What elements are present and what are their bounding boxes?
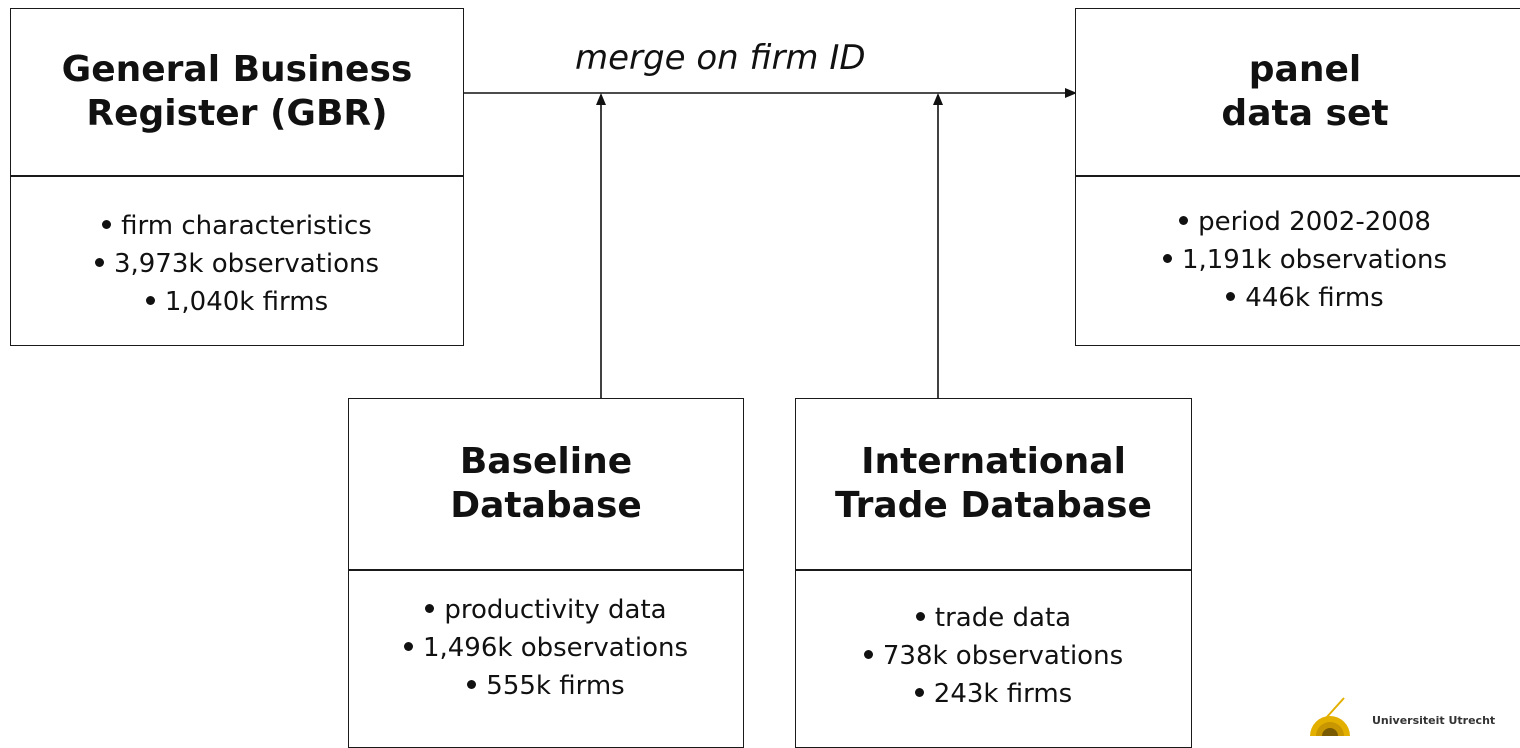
bullet-dot-icon [145,296,155,305]
bullet-text: 3,973k observations [113,249,380,279]
bullet-item: firm characteristics [102,207,372,245]
bullet-text: 1,040k firms [164,287,329,317]
bullet-text: period 2002-2008 [1198,207,1431,237]
bullet-text: productivity data [444,595,667,625]
bullet-text: 446k firms [1245,283,1384,313]
panel-title-line-2: data set [1221,93,1389,134]
gbr-box-bullets: firm characteristics 3,973k observations… [11,177,463,321]
bullet-dot-icon [425,604,435,613]
bullet-dot-icon [1179,216,1189,225]
bullet-item: 243k firms [914,675,1073,713]
bullet-dot-icon [467,680,477,689]
university-seal-icon [1310,697,1350,736]
bullet-text: 738k observations [882,641,1124,671]
bullet-item: period 2002-2008 [1179,203,1431,241]
trade-box: International Trade Database trade data … [795,398,1192,748]
gbr-box-title: General Business Register (GBR) [11,9,463,177]
bullet-dot-icon [1162,254,1172,263]
bullet-item: 1,191k observations [1162,241,1448,279]
bullet-text: firm characteristics [121,211,372,241]
bullet-item: 738k observations [863,637,1124,675]
gbr-title-line-1: General Business [61,49,413,90]
bullet-item: 1,496k observations [403,629,689,667]
panel-box-title: panel data set [1076,9,1520,177]
merge-label: merge on firm ID [575,38,866,78]
baseline-title-line-2: Database [450,485,642,526]
bullet-item: productivity data [425,591,667,629]
bullet-item: 1,040k firms [145,283,329,321]
bullet-dot-icon [94,258,104,267]
panel-box-bullets: period 2002-2008 1,191k observations 446… [1076,177,1520,317]
gbr-box: General Business Register (GBR) firm cha… [10,8,464,346]
bullet-text: trade data [934,603,1072,633]
bullet-dot-icon [915,612,925,621]
baseline-box: Baseline Database productivity data 1,49… [348,398,744,748]
bullet-dot-icon [914,688,924,697]
panel-box: panel data set period 2002-2008 1,191k o… [1075,8,1520,346]
trade-box-bullets: trade data 738k observations 243k firms [796,571,1191,713]
bullet-text: 1,191k observations [1181,245,1448,275]
bullet-dot-icon [102,220,112,229]
university-logo-text: Universiteit Utrecht [1372,714,1496,727]
bullet-text: 555k firms [486,671,625,701]
bullet-item: 3,973k observations [94,245,380,283]
baseline-title-line-1: Baseline [459,441,633,482]
trade-title-line-2: Trade Database [835,485,1152,526]
bullet-dot-icon [863,650,873,659]
bullet-item: 555k firms [467,667,625,705]
bullet-dot-icon [1226,292,1236,301]
connector-lines [464,88,1077,398]
bullet-text: 1,496k observations [422,633,689,663]
trade-box-title: International Trade Database [796,399,1191,571]
trade-title-line-1: International [861,441,1126,482]
bullet-text: 243k firms [933,679,1073,709]
baseline-box-bullets: productivity data 1,496k observations 55… [349,571,743,705]
bullet-dot-icon [403,642,413,651]
baseline-box-title: Baseline Database [349,399,743,571]
bullet-item: trade data [915,599,1072,637]
gbr-title-line-2: Register (GBR) [86,93,388,134]
panel-title-line-1: panel [1248,49,1362,90]
bullet-item: 446k firms [1226,279,1384,317]
